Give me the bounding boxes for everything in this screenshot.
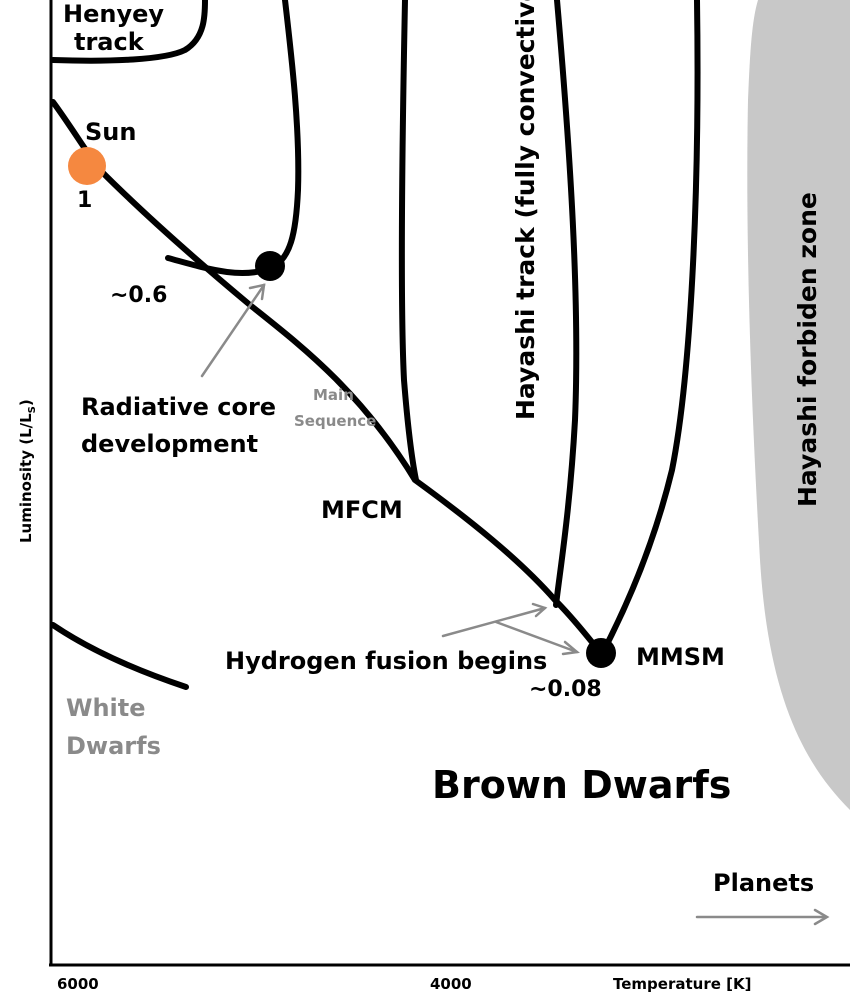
mmsm-label: MMSM	[636, 643, 725, 671]
radiative-core-point	[255, 251, 285, 281]
y-axis-label-sub: S	[27, 406, 38, 413]
sun-mass-label: 1	[77, 188, 92, 213]
mass-0-6-label: ~0.6	[110, 283, 167, 308]
y-axis-label: Luminosity (L/LS)	[17, 399, 38, 543]
main-sequence-label-line1: Main	[313, 386, 354, 404]
henyey-track-line	[50, 0, 208, 64]
mfcm-label: MFCM	[321, 496, 403, 524]
y-axis-label-close: )	[17, 399, 35, 406]
y-axis-label-text: Luminosity (L/L	[17, 413, 35, 543]
hayashi-track-line	[553, 0, 580, 608]
sun-marker	[68, 147, 106, 185]
radiative-core-arrow	[200, 283, 266, 378]
mmsm-point	[586, 638, 616, 668]
sun-label: Sun	[85, 118, 136, 146]
x-axis-label: Temperature [K]	[613, 975, 751, 993]
hydrogen-fusion-arrows	[441, 602, 580, 656]
white-dwarfs-label-line2: Dwarfs	[66, 732, 161, 760]
brown-dwarfs-label: Brown Dwarfs	[432, 763, 731, 807]
white-dwarf-line	[50, 622, 189, 690]
hydrogen-fusion-label: Hydrogen fusion begins	[225, 647, 547, 675]
hayashi-track-label: Hayashi track (fully convective)	[511, 0, 540, 420]
x-tick-6000: 6000	[57, 975, 99, 993]
white-dwarfs-label-line1: White	[66, 694, 146, 722]
planets-label: Planets	[713, 869, 814, 897]
henyey-label-line2: track	[74, 28, 145, 56]
hayashi-forbidden-zone	[747, 0, 850, 810]
mfcm-track	[398, 0, 419, 483]
planets-arrow	[695, 908, 830, 926]
x-tick-4000: 4000	[430, 975, 472, 993]
mmsm-track	[600, 0, 701, 655]
main-sequence-label-line2: Sequence	[294, 412, 376, 430]
radiative-core-label-line2: development	[81, 430, 258, 458]
radiative-core-track	[165, 0, 302, 276]
hayashi-forbidden-label: Hayashi forbiden zone	[793, 192, 822, 507]
mass-0-08-label: ~0.08	[529, 677, 602, 702]
radiative-core-label-line1: Radiative core	[81, 393, 276, 421]
henyey-label-line1: Henyey	[63, 0, 164, 28]
